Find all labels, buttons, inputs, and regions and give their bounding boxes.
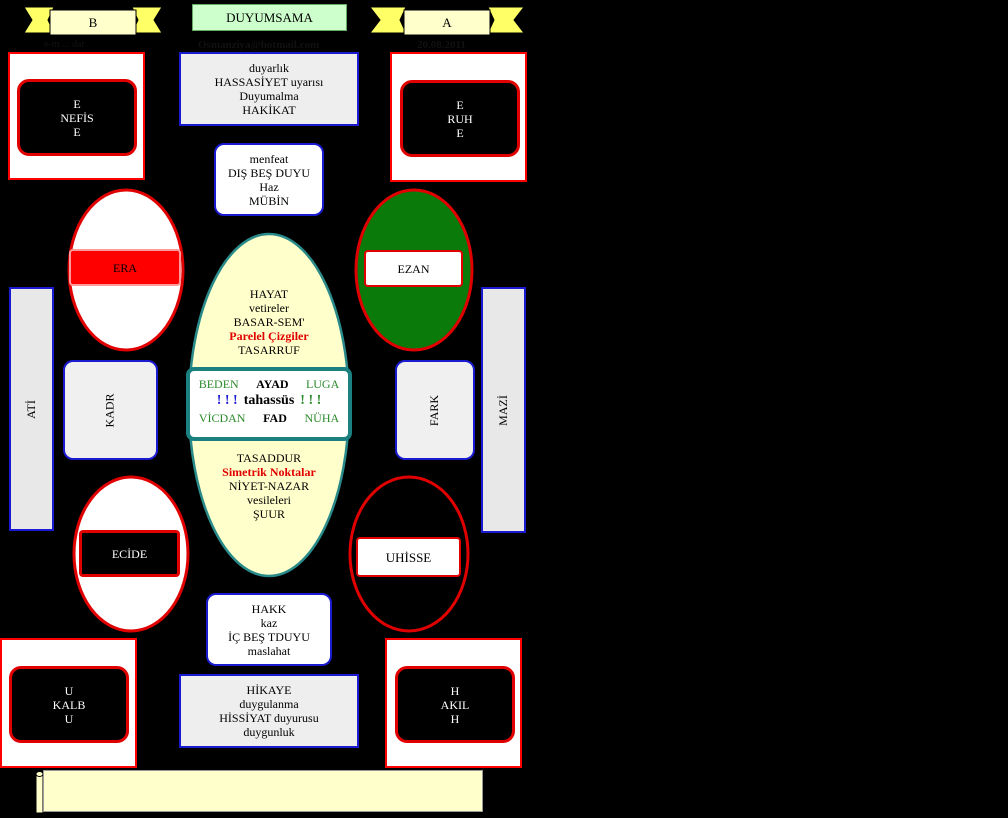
tahassus-box: BEDEN AYAD LUGA ! ! ! tahassüs ! ! ! VİC…: [186, 367, 352, 441]
corner-label: E: [73, 96, 81, 111]
corner-label: H: [450, 683, 460, 698]
luga-label: LUGA: [305, 377, 340, 391]
bang-right: ! ! !: [300, 393, 322, 408]
vicdan-label: VİCDAN: [198, 411, 246, 425]
corner-label: E: [456, 97, 464, 112]
beden-label: BEDEN: [198, 377, 239, 391]
ellipse-line: HAYAT: [249, 287, 289, 301]
box-line: HAKİKAT: [242, 103, 296, 117]
header-right-sub: 20.08.2011: [417, 39, 466, 51]
ellipse-top-text: HAYAT vetireler BASAR-SEM' Parelel Çizgi…: [206, 286, 332, 358]
box-line: duyarlık: [249, 61, 289, 75]
bottom-grey-box: HİKAYE duygulanma HİSSİYAT duyurusu duyg…: [179, 674, 359, 748]
box-line: kaz: [260, 615, 278, 630]
fad-label: FAD: [263, 411, 287, 425]
ecide-label-box: ECİDE: [79, 530, 180, 577]
ati-label: ATİ: [23, 399, 38, 419]
corner-label: E: [456, 125, 464, 140]
ezan-label-box: EZAN: [364, 250, 463, 287]
ellipse-red-line: Simetrik Noktalar: [222, 465, 316, 479]
ribbon-right: [370, 6, 524, 35]
ellipse-line: BASAR-SEM': [233, 315, 305, 329]
corner-top-right: E RUH E: [390, 52, 527, 182]
ribbon-left-label: B: [88, 14, 98, 30]
fark-label: FARK: [427, 394, 442, 426]
box-line: DIŞ BEŞ DUYU: [227, 165, 310, 180]
header-left-sub: e-m ... dar: [44, 39, 85, 50]
box-line: HİKAYE: [246, 683, 292, 697]
kadr-box: KADR: [63, 360, 158, 460]
corner-label: RUH: [447, 111, 473, 126]
box-line: HASSASİYET uyarısı: [214, 75, 324, 89]
box-line: HAKK: [251, 601, 287, 616]
corner-top-left-inner: E NEFİS E: [17, 79, 137, 156]
ribbon-right-label: A: [442, 14, 452, 30]
ecide-label: ECİDE: [111, 546, 148, 561]
tahassus-row-2: ! ! ! tahassüs ! ! !: [190, 393, 348, 409]
ezan-label: EZAN: [397, 261, 430, 276]
corner-label: KALB: [52, 697, 86, 712]
box-line: Duyumalma: [239, 89, 299, 103]
corner-label: H: [450, 711, 460, 726]
ellipse-line: TASARRUF: [238, 343, 300, 357]
header-center-sub: Osmanziya@hotmail.com: [198, 39, 320, 51]
corner-bottom-right-inner: H AKIL H: [395, 666, 515, 743]
bottom-round-box: HAKK kaz İÇ BEŞ TDUYU maslahat: [206, 593, 332, 666]
page-title: DUYUMSAMA: [192, 4, 347, 31]
box-line: MÜBİN: [248, 193, 289, 208]
ellipse-red-line: Parelel Çizgiler: [229, 329, 309, 343]
ellipse-line: vetireler: [249, 301, 289, 315]
mazi-label: MAZİ: [495, 394, 510, 426]
side-bar-mazi: MAZİ: [481, 287, 526, 533]
box-line: Haz: [259, 179, 279, 194]
ellipse-line: TASADDUR: [236, 451, 302, 465]
corner-label: AKIL: [440, 697, 470, 712]
box-line: HİSSİYAT duyurusu: [219, 711, 319, 725]
ellipse-line: NİYET-NAZAR: [228, 479, 310, 493]
tahassus-row-1: BEDEN AYAD LUGA: [190, 377, 348, 392]
box-line: maslahat: [247, 643, 291, 658]
top-round-box: menfeat DIŞ BEŞ DUYU Haz MÜBİN: [214, 143, 324, 216]
ellipse-line: vesileleri: [247, 493, 291, 507]
uhisse-label: UHİSSE: [385, 549, 432, 565]
corner-top-right-inner: E RUH E: [400, 80, 520, 157]
nuha-label: NÜHA: [304, 411, 340, 425]
ribbon-left: [24, 6, 162, 35]
box-line: duygunluk: [243, 725, 295, 739]
box-line: İÇ BEŞ TDUYU: [228, 629, 310, 644]
corner-bottom-left-inner: U KALB U: [9, 666, 129, 743]
corner-bottom-left: U KALB U: [0, 638, 137, 768]
side-bar-ati: ATİ: [9, 287, 54, 531]
footer-bar: [43, 770, 483, 812]
era-label-box: ERA: [69, 249, 181, 286]
ellipse-bottom-text: TASADDUR Simetrik Noktalar NİYET-NAZAR v…: [206, 450, 332, 522]
bang-left: ! ! !: [216, 393, 238, 408]
page-title-text: DUYUMSAMA: [226, 9, 313, 25]
corner-label: U: [64, 711, 74, 726]
box-line: duygulanma: [239, 697, 299, 711]
corner-label: NEFİS: [60, 110, 94, 125]
era-label: ERA: [113, 260, 137, 275]
corner-label: E: [73, 124, 81, 139]
uhisse-label-box: UHİSSE: [356, 537, 461, 577]
corner-label: U: [64, 683, 74, 698]
tahassus-row-3: VİCDAN FAD NÜHA: [190, 411, 348, 426]
fark-box: FARK: [395, 360, 475, 460]
box-line: menfeat: [249, 151, 289, 166]
corner-top-left: E NEFİS E: [8, 52, 145, 180]
ayad-label: AYAD: [256, 377, 289, 391]
kadr-label: KADR: [102, 392, 117, 428]
top-grey-box: duyarlık HASSASİYET uyarısı Duyumalma HA…: [179, 52, 359, 126]
corner-bottom-right: H AKIL H: [385, 638, 522, 768]
ellipse-line: ŞUUR: [252, 507, 285, 521]
tahassus-label: tahassüs: [243, 393, 295, 408]
